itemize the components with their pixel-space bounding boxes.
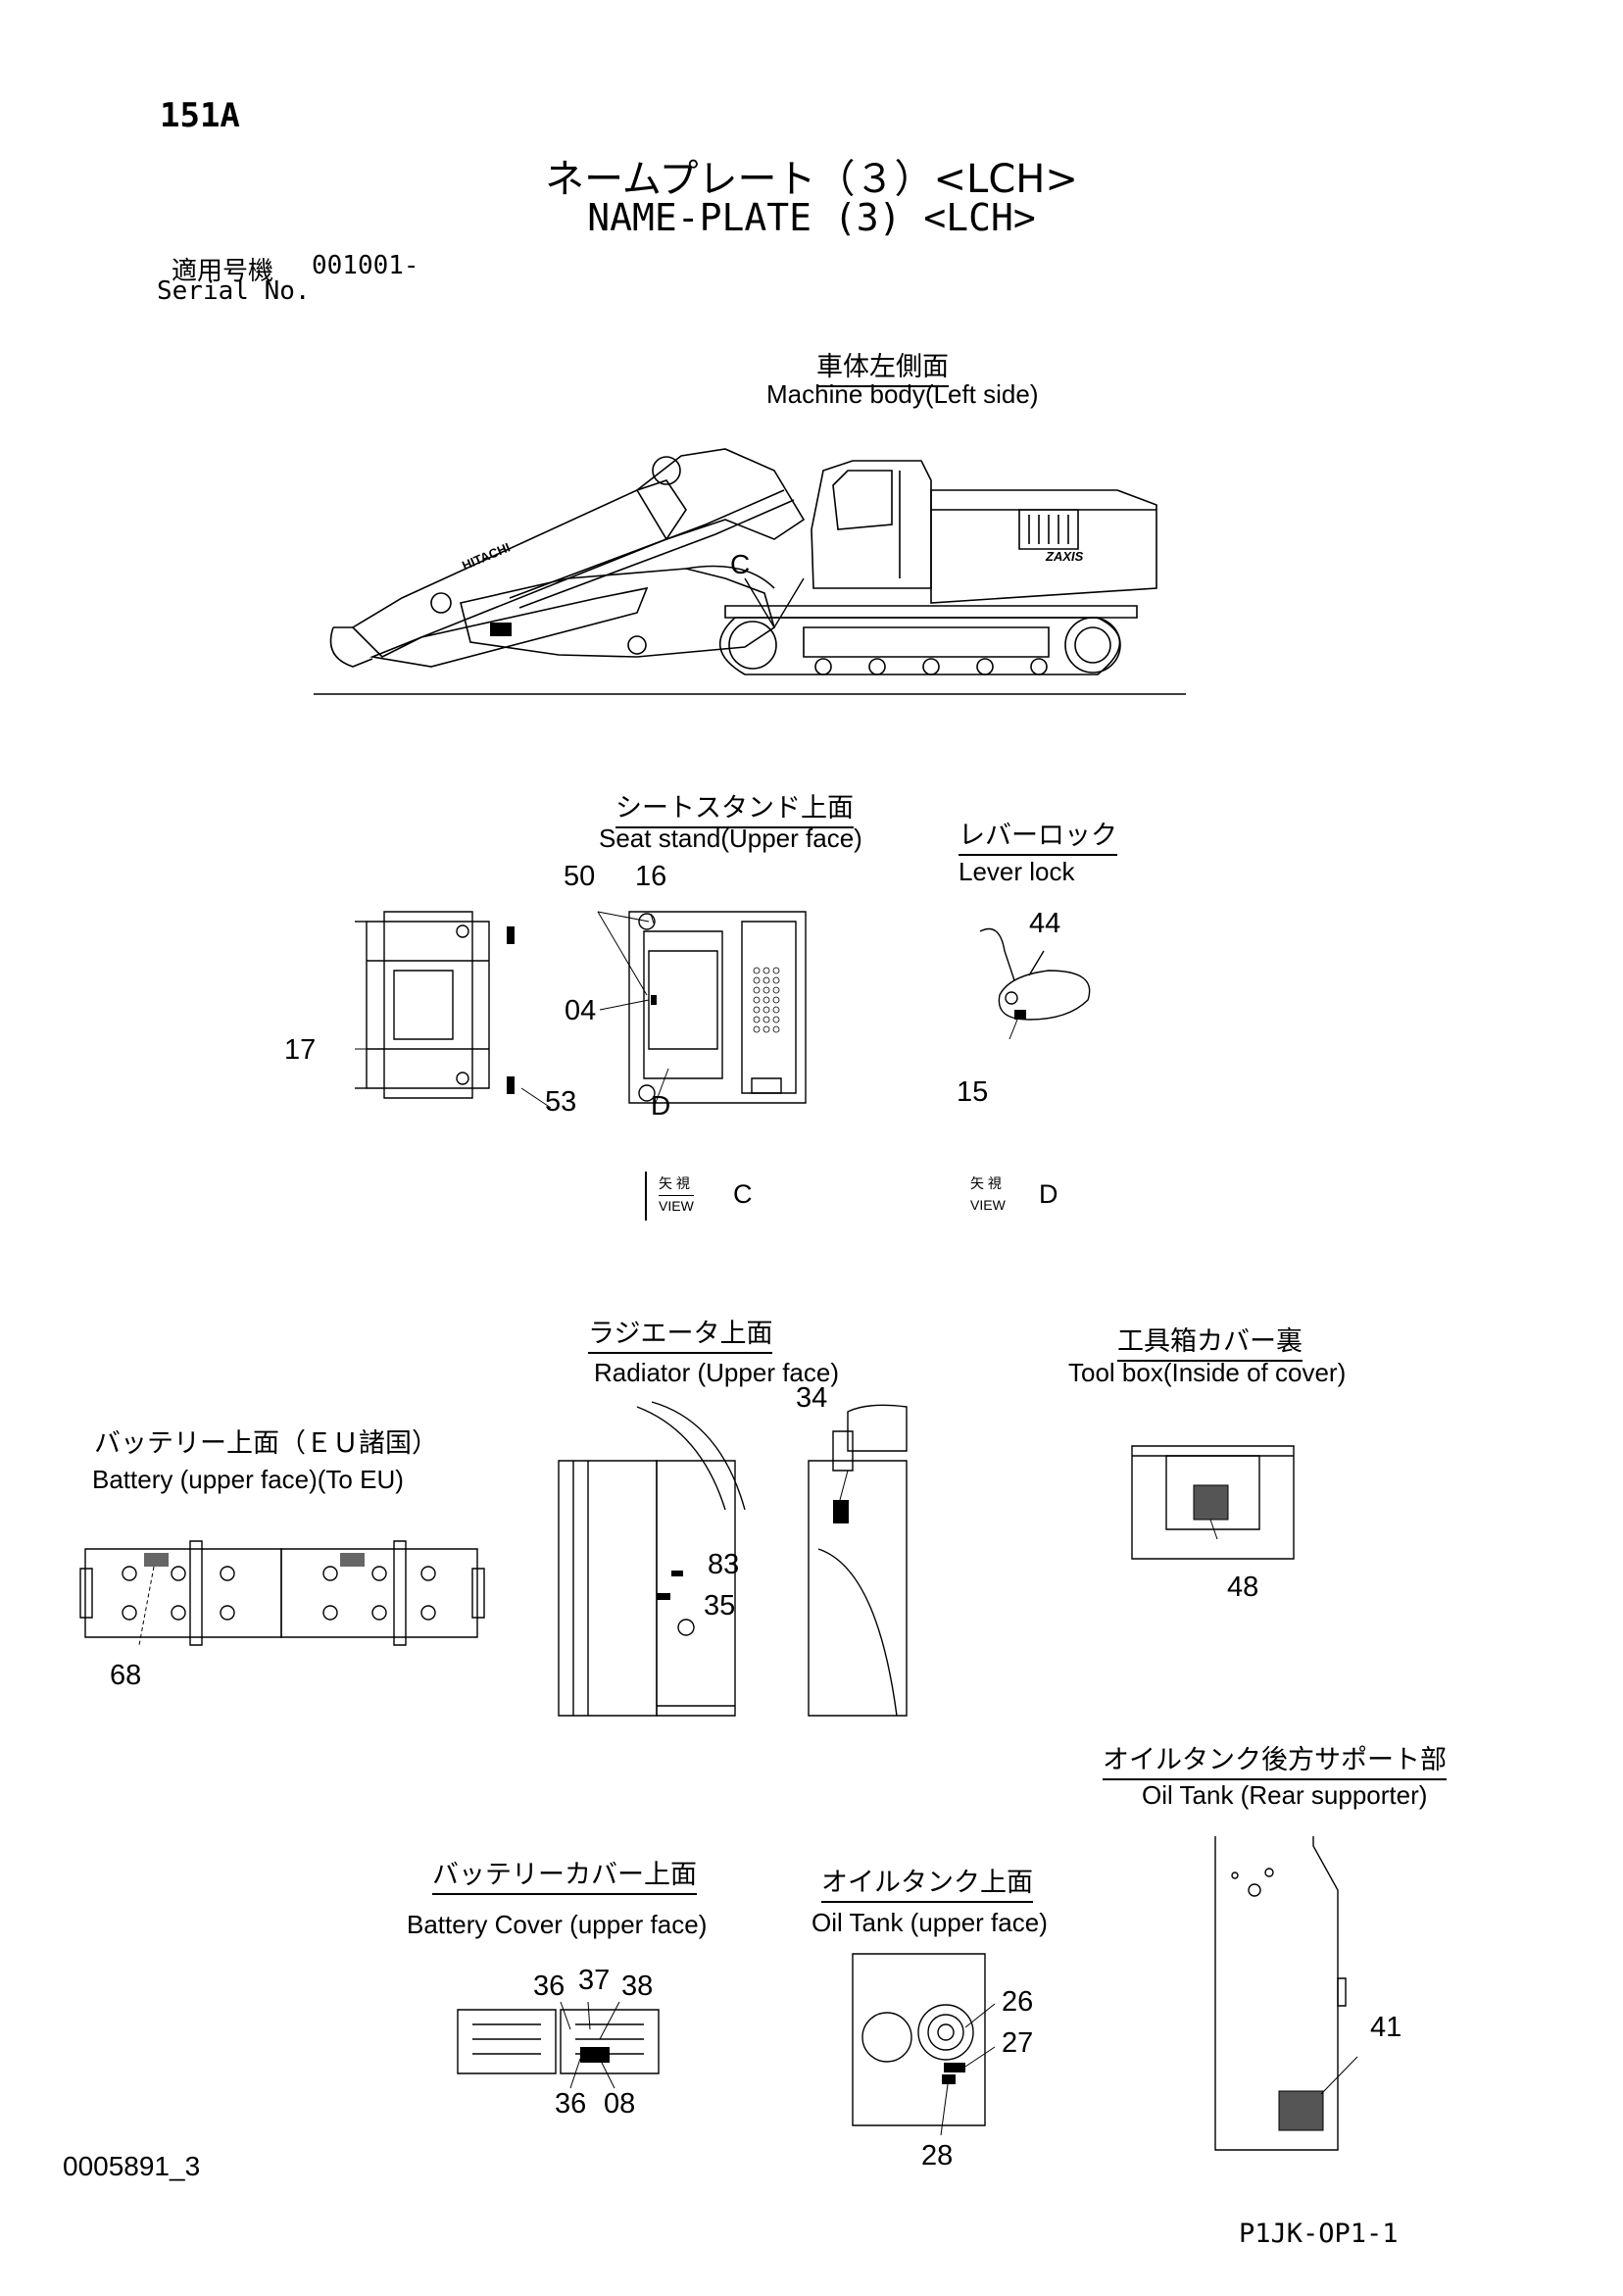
view-c-label-en: VIEW xyxy=(659,1195,694,1214)
callout-36-top: 36 xyxy=(533,1971,566,2002)
tool-box-drawing xyxy=(1127,1441,1299,1569)
lever-lock-caption-english: Lever lock xyxy=(959,857,1075,886)
callout-35: 35 xyxy=(704,1590,736,1622)
battery-cover-drawing xyxy=(453,2000,664,2088)
battery-cover-caption-japanese: バッテリーカバー上面 xyxy=(432,1853,697,1895)
callout-48: 48 xyxy=(1227,1572,1259,1603)
callout-28: 28 xyxy=(921,2140,954,2171)
oil-tank-rear-drawing xyxy=(1210,1831,1367,2155)
callout-16: 16 xyxy=(635,861,667,892)
view-c-label-jp: 矢 視 xyxy=(659,1175,690,1191)
oil-tank-upper-caption-japanese: オイルタンク上面 xyxy=(821,1861,1033,1903)
machine-view-marker: C xyxy=(730,549,751,579)
oil-tank-rear-caption-japanese: オイルタンク後方サポート部 xyxy=(1103,1738,1447,1780)
callout-34: 34 xyxy=(796,1382,828,1414)
callout-44: 44 xyxy=(1029,908,1061,939)
serial-label-english: Serial No. xyxy=(157,276,311,306)
callout-37: 37 xyxy=(578,1965,611,1996)
oil-tank-upper-caption-english: Oil Tank (upper face) xyxy=(812,1908,1048,1937)
callout-53: 53 xyxy=(545,1086,577,1118)
oil-tank-upper-drawing xyxy=(848,1949,995,2135)
radiator-caption-japanese: ラジエータ上面 xyxy=(588,1312,773,1354)
callout-08: 08 xyxy=(604,2088,636,2120)
excavator-side-view-drawing xyxy=(314,431,1186,706)
tool-box-caption-english: Tool box(Inside of cover) xyxy=(1068,1358,1347,1387)
seat-stand-drawing xyxy=(355,902,815,1118)
document-id: 0005891_3 xyxy=(63,2151,201,2181)
view-d-box: 矢 視 VIEW D xyxy=(959,1172,1076,1221)
view-c-box: 矢 視 VIEW C xyxy=(645,1172,764,1221)
view-d-label-jp: 矢 視 xyxy=(970,1175,1002,1191)
callout-50: 50 xyxy=(564,861,596,892)
callout-27: 27 xyxy=(1002,2027,1034,2059)
seat-stand-caption-japanese: シートスタンド上面 xyxy=(615,786,854,828)
machine-body-caption-english: Machine body(Left side) xyxy=(766,379,1039,409)
callout-68: 68 xyxy=(110,1660,142,1691)
view-d-label-en: VIEW xyxy=(970,1197,1006,1213)
page-code: P1JK-OP1-1 xyxy=(1239,2219,1399,2249)
page-title-japanese: ネームプレート（３）<LCH> xyxy=(545,157,1078,202)
lever-lock-caption-japanese: レバーロック xyxy=(959,814,1117,856)
callout-15: 15 xyxy=(957,1076,989,1108)
view-d-letter: D xyxy=(1039,1179,1058,1209)
serial-label-japanese: 適用号機 xyxy=(172,257,274,286)
tool-box-caption-japanese: 工具箱カバー裏 xyxy=(1117,1320,1303,1362)
battery-caption-english: Battery (upper face)(To EU) xyxy=(92,1465,404,1494)
serial-number-value: 001001- xyxy=(312,251,419,280)
callout-41: 41 xyxy=(1370,2012,1402,2043)
battery-cover-caption-english: Battery Cover (upper face) xyxy=(407,1910,708,1939)
page-title-english: NAME-PLATE (3) <LCH> xyxy=(587,196,1036,239)
callout-36-bottom: 36 xyxy=(555,2088,587,2120)
callout-38: 38 xyxy=(621,1971,654,2002)
view-c-letter: C xyxy=(733,1179,753,1209)
radiator-caption-english: Radiator (Upper face) xyxy=(594,1358,839,1387)
callout-83: 83 xyxy=(708,1549,740,1580)
machine-body-caption-japanese: 車体左側面 xyxy=(816,345,949,387)
page-number: 151A xyxy=(160,96,240,135)
seat-view-marker: D xyxy=(651,1090,671,1121)
callout-26: 26 xyxy=(1002,1986,1034,2018)
callout-17: 17 xyxy=(284,1034,317,1066)
radiator-drawing xyxy=(554,1392,926,1765)
oil-tank-rear-caption-english: Oil Tank (Rear supporter) xyxy=(1142,1780,1428,1810)
seat-stand-caption-english: Seat stand(Upper face) xyxy=(599,824,862,853)
model-logo: ZAXIS xyxy=(1046,549,1084,564)
battery-drawing xyxy=(80,1539,492,1647)
lever-lock-drawing xyxy=(970,922,1117,1039)
battery-caption-japanese: バッテリー上面（ＥＵ諸国） xyxy=(94,1428,438,1459)
callout-04: 04 xyxy=(565,995,597,1026)
